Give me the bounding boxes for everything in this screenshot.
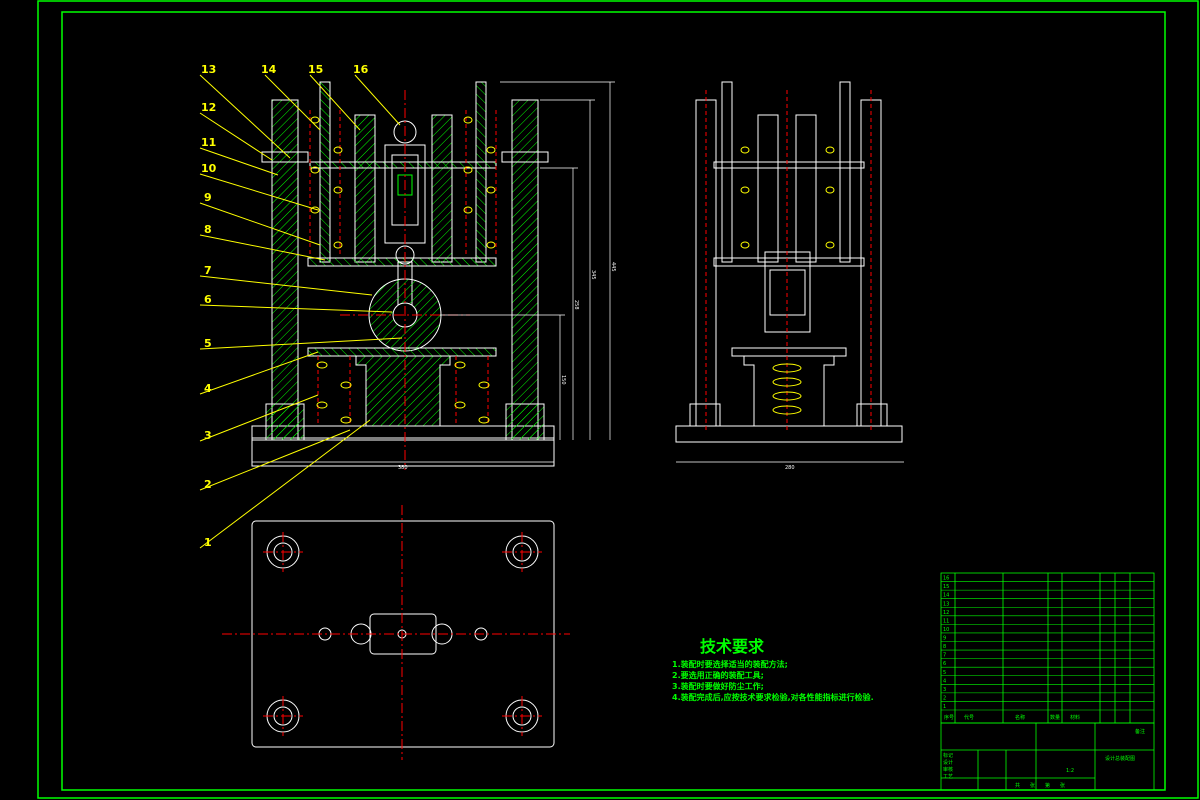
part-leaders [199, 74, 403, 549]
parts-row-number: 9 [943, 636, 946, 642]
dim-height-4: 345 [590, 270, 596, 280]
tech-item-3: 3.装配时要做好防尘工作; [672, 681, 764, 691]
tb-sign-review: 审核 [943, 766, 953, 773]
inner-frame [61, 11, 1166, 791]
tech-requirements: 技术要求 1.装配时要选择适当的装配方法; 2.要选用正确的装配工具; 3.装配… [672, 637, 874, 702]
parts-row-number: 6 [943, 661, 946, 667]
dim-side-width: 280 [785, 465, 795, 471]
tech-item-2: 2.要选用正确的装配工具; [672, 670, 764, 680]
tb-sign-mark: 标记 [943, 752, 953, 759]
tech-item-1: 1.装配时要选择适当的装配方法; [672, 659, 788, 669]
side-view [675, 81, 903, 443]
tb-footer-3: 第 [1045, 782, 1050, 789]
parts-row-number: 13 [943, 601, 949, 607]
parts-row-number: 12 [943, 610, 949, 616]
part-label-2: 2 [204, 478, 212, 491]
part-label-3: 3 [204, 429, 212, 442]
parts-row-number: 15 [943, 584, 949, 590]
dim-height-3: 445 [610, 262, 616, 272]
parts-row-number: 10 [943, 627, 949, 633]
part-label-8: 8 [204, 223, 212, 236]
tb-footer-4: 张 [1060, 782, 1065, 789]
parts-row-number: 7 [943, 653, 946, 659]
dim-height-2: 258 [573, 300, 579, 310]
parts-row-number: 8 [943, 644, 946, 650]
part-label-12: 12 [201, 101, 216, 114]
parts-row-number: 11 [943, 618, 949, 624]
tb-header-material: 材料 [1070, 714, 1080, 721]
part-label-14: 14 [261, 63, 277, 76]
front-lower-plate [307, 347, 497, 357]
tb-footer-1: 共 [1015, 782, 1020, 789]
dim-height-1: 150 [560, 375, 566, 385]
part-label-1: 1 [204, 536, 212, 549]
tb-sign-process: 工艺 [943, 774, 953, 780]
title-block-text: 设计总装配图 1:2 序号 代号 名称 数量 材料 备注 标记 设计 审核 工艺… [943, 714, 1145, 789]
part-label-16: 16 [353, 63, 369, 76]
tb-footer-2: 张 [1030, 782, 1035, 789]
title-block [940, 572, 1155, 791]
tb-header-name: 名称 [1015, 714, 1025, 721]
parts-row-number: 5 [943, 670, 946, 676]
dim-front-width: 380 [398, 465, 408, 471]
tb-header-remark: 备注 [1135, 728, 1145, 735]
parts-row-number: 2 [943, 695, 946, 701]
outer-frame [37, 0, 1199, 799]
front-base-plate [251, 437, 555, 467]
tb-sign-design: 设计 [943, 759, 953, 766]
front-view: 380 445 345 258 150 [251, 81, 904, 471]
parts-row-number: 4 [943, 678, 946, 684]
tb-drawing-name: 设计总装配图 [1105, 755, 1135, 762]
parts-row-number: 3 [943, 687, 946, 693]
tb-header-qty: 数量 [1050, 714, 1060, 721]
side-sensor-block [764, 251, 811, 333]
part-label-10: 10 [201, 162, 217, 175]
part-label-4: 4 [204, 382, 212, 395]
tech-item-4: 4.装配完成后,应按技术要求检验,对各性能指标进行检验. [672, 692, 874, 702]
parts-row-number: 16 [943, 576, 949, 582]
tb-header-code: 代号 [964, 714, 974, 721]
tb-header-no: 序号 [944, 714, 954, 721]
part-label-7: 7 [204, 264, 212, 277]
parts-row-number: 1 [943, 704, 946, 710]
parts-row-number: 14 [943, 593, 949, 599]
part-label-15: 15 [308, 63, 323, 76]
tech-title: 技术要求 [700, 637, 765, 656]
tb-scale: 1:2 [1066, 768, 1074, 774]
part-labels: 13 14 15 16 12 11 10 9 8 7 6 5 4 3 2 1 [201, 63, 369, 549]
front-left-column [271, 99, 299, 441]
front-right-column [511, 99, 539, 441]
part-label-6: 6 [204, 293, 212, 306]
part-label-11: 11 [201, 136, 216, 149]
part-label-9: 9 [204, 191, 212, 204]
front-pedestal [355, 355, 451, 427]
part-label-13: 13 [201, 63, 216, 76]
part-label-5: 5 [204, 337, 212, 350]
